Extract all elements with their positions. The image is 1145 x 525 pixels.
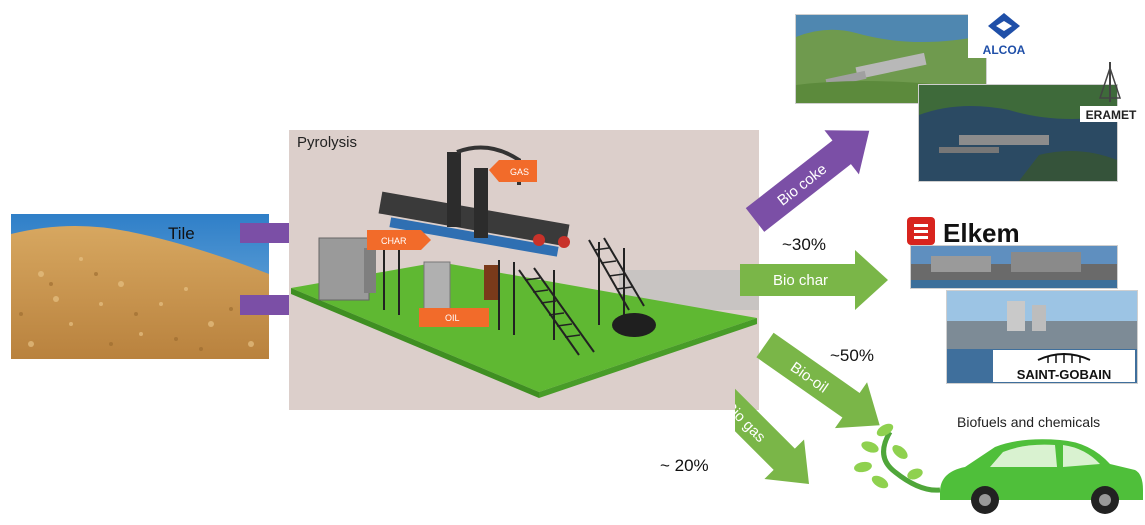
pyrolysis-plant-illustration: GAS CHAR OIL: [291, 145, 759, 398]
biofuels-label: Biofuels and chemicals: [957, 414, 1101, 430]
pyrolysis-panel: Pyrolysis: [289, 130, 759, 410]
car-body: [940, 439, 1143, 500]
bio-char-share: ~30%: [782, 235, 826, 254]
bio-gas-share: ~ 20%: [660, 456, 709, 475]
elkem-plant-photo: [910, 245, 1118, 289]
gas-tag: [489, 160, 537, 182]
feeder-unit: [318, 237, 370, 301]
oil-tag-label: OIL: [445, 313, 460, 323]
bio-coke-arrow: Bio coke: [745, 130, 870, 232]
saint-gobain-logo: SAINT-GOBAIN: [993, 350, 1135, 382]
eramet-logo-text: ERAMET: [1086, 108, 1137, 122]
alcoa-logo: ALCOA: [968, 10, 1040, 58]
gas-column-1: [447, 152, 461, 227]
plant-platform: [291, 262, 757, 392]
product-arrows: Bio coke Bio char Bio-oil Bio gas: [735, 130, 888, 484]
char-tag-label: CHAR: [381, 236, 407, 246]
bio-char-label: Bio char: [773, 272, 828, 289]
elkem-logo: Elkem: [905, 213, 1115, 253]
green-car-illustration: [854, 423, 1143, 514]
leaves: [854, 423, 923, 489]
eramet-logo: ERAMET: [1078, 58, 1144, 128]
wood-chips-photo: [11, 214, 269, 359]
feedstock-label: Tile: [168, 224, 195, 243]
eramet-plant-photo: [918, 84, 1118, 182]
bio-char-arrow: Bio char: [740, 250, 888, 310]
control-cabinet: [423, 261, 451, 311]
bio-oil-share: ~50%: [830, 346, 874, 365]
oil-tank: [612, 313, 656, 337]
char-tag: [367, 230, 431, 250]
gas-column-2: [474, 168, 488, 238]
oil-tag: [419, 308, 489, 327]
pyrolysis-title: Pyrolysis: [297, 134, 358, 151]
alcoa-logo-text: ALCOA: [983, 43, 1026, 57]
gas-tag-label: GAS: [510, 167, 529, 177]
saint-gobain-logo-text: SAINT-GOBAIN: [1017, 367, 1112, 382]
elkem-logo-text: Elkem: [943, 218, 1020, 248]
